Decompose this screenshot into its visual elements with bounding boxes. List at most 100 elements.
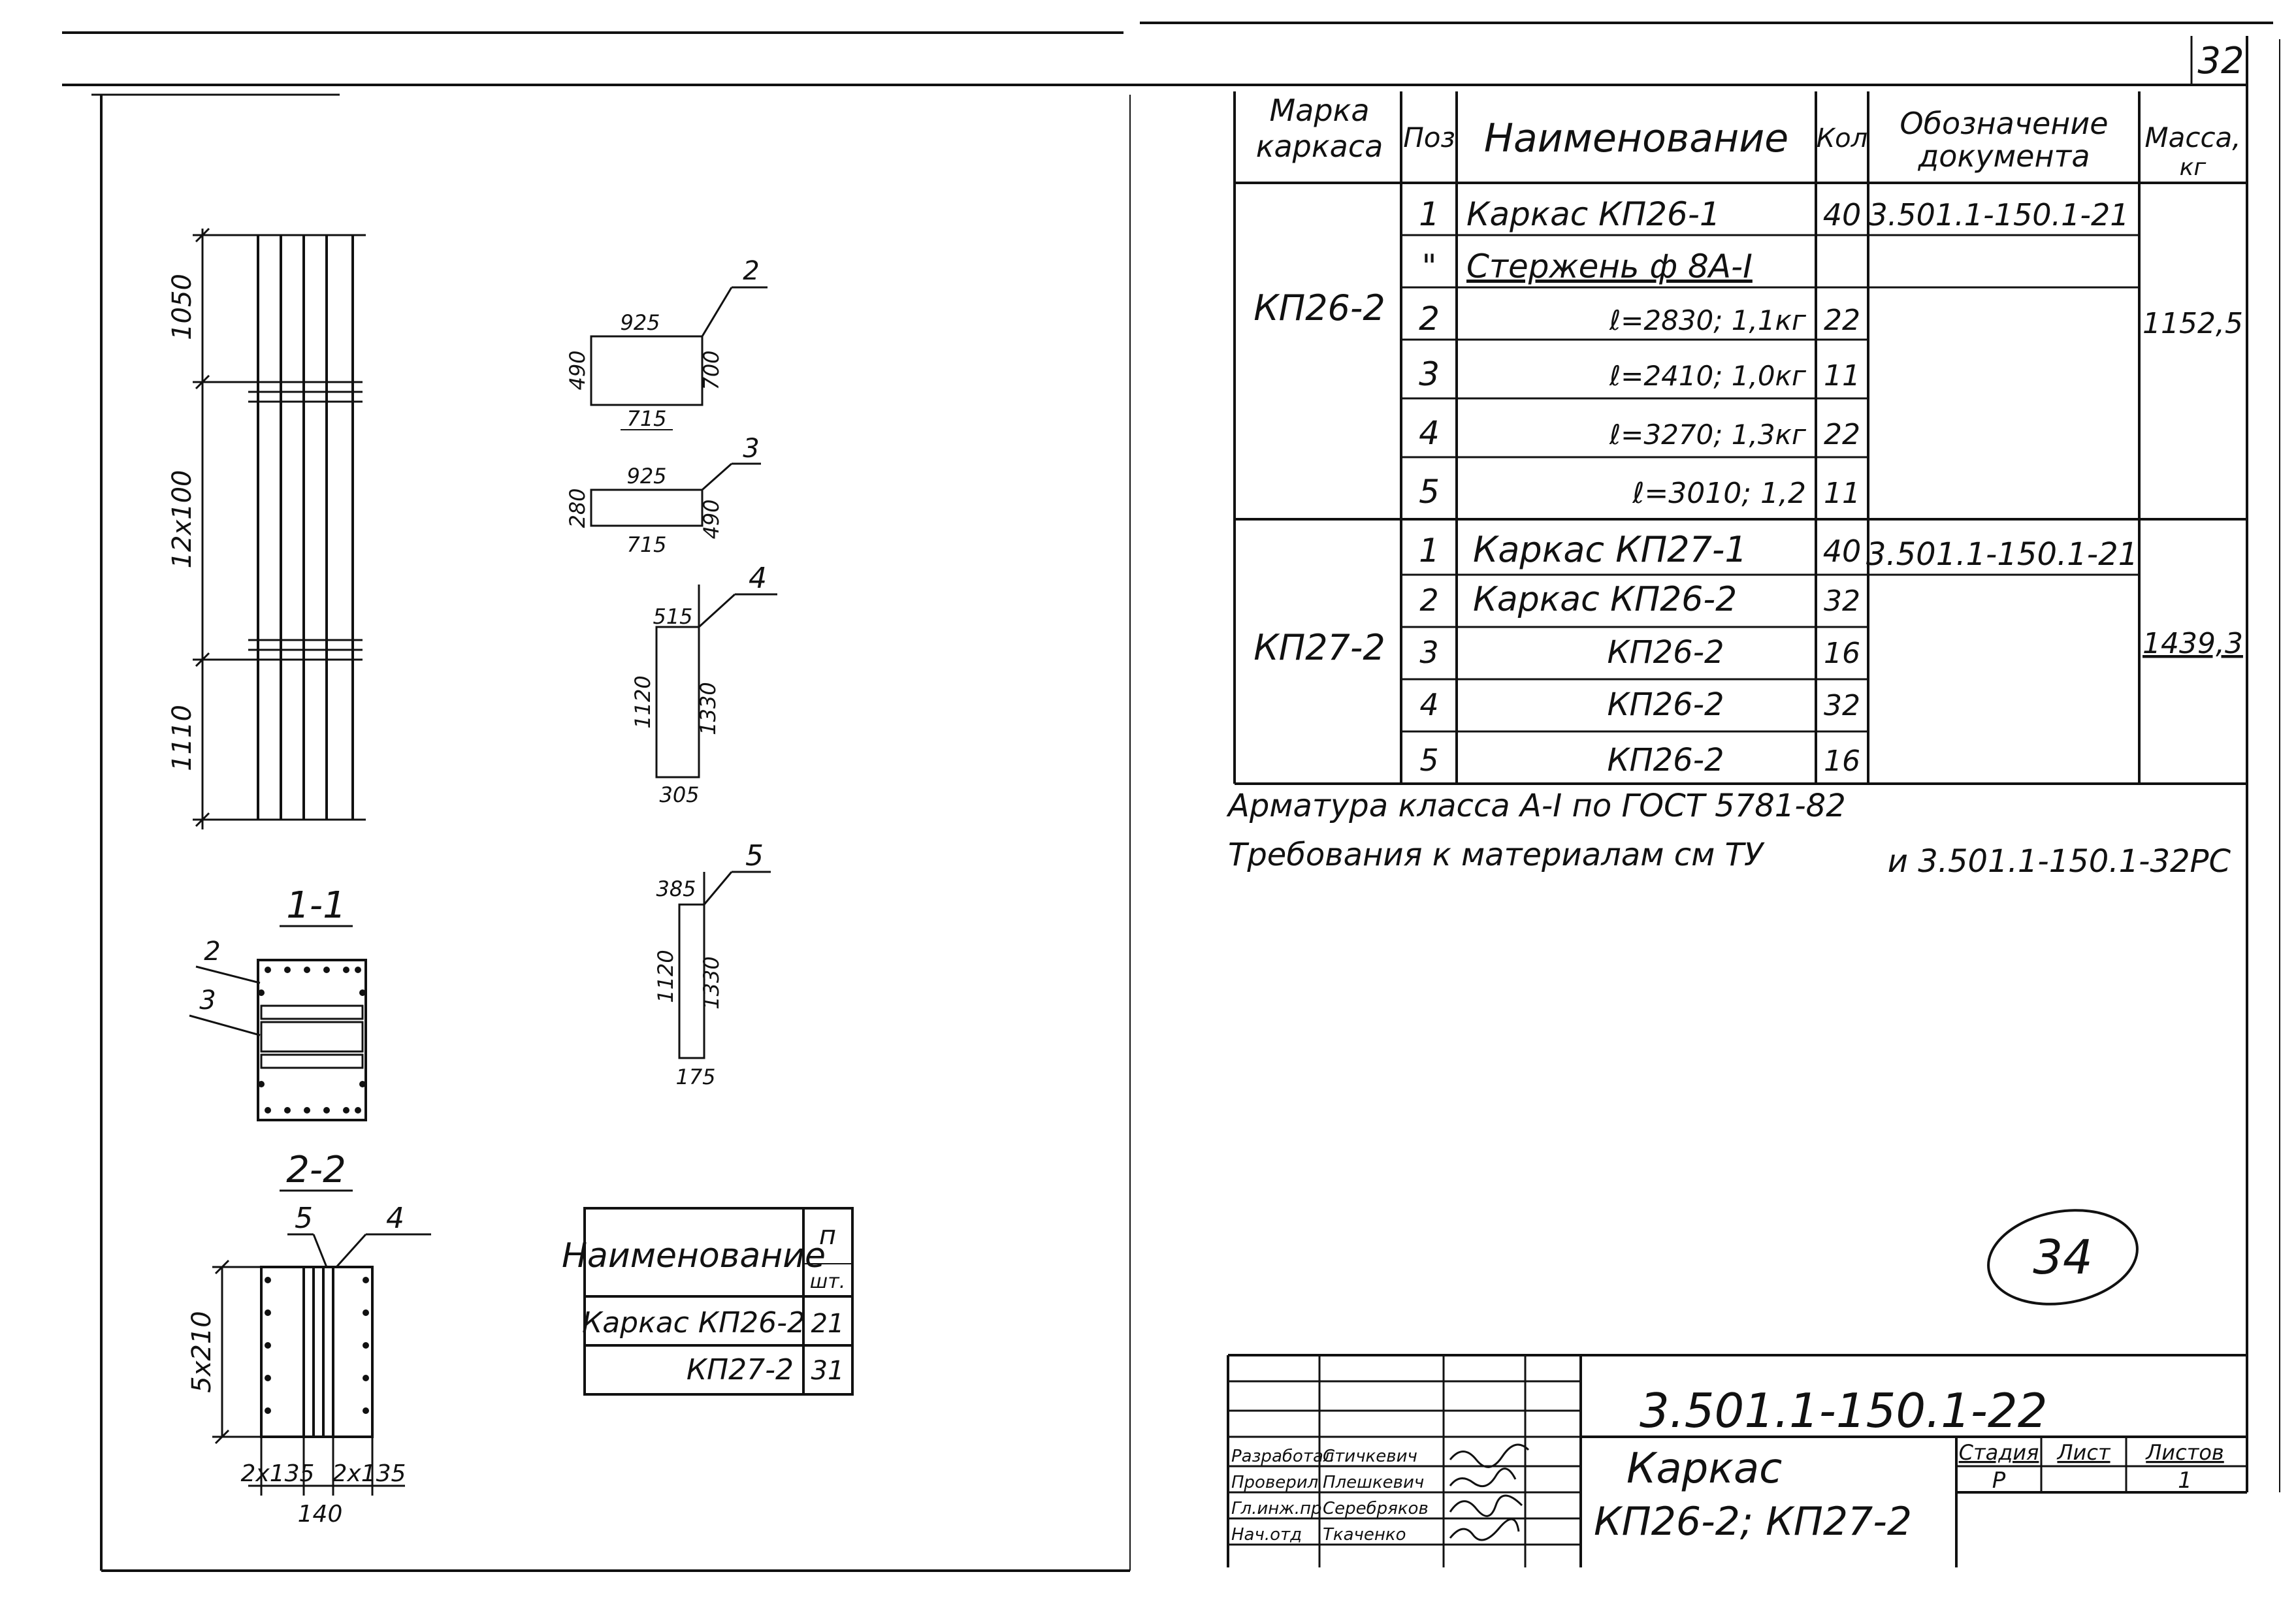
spec-g2-r1-pos: 1 bbox=[1419, 532, 1440, 569]
sheet-header: Лист bbox=[2056, 1440, 2110, 1465]
sheets-value: 1 bbox=[2178, 1468, 2192, 1494]
section-2-2: 2-2 bbox=[187, 1149, 431, 1528]
qty-header-unit-top: п bbox=[819, 1221, 836, 1251]
elevation-view: 1050 12x100 1110 bbox=[167, 227, 366, 829]
spec-g1-r3-pos: 2 bbox=[1419, 300, 1440, 338]
callout-2: 2 bbox=[204, 937, 220, 967]
vertical-dimension-line bbox=[193, 227, 366, 829]
qty-row-1-qty: 21 bbox=[811, 1309, 845, 1339]
role-2: Проверил bbox=[1231, 1473, 1318, 1492]
qty-row-2-qty: 31 bbox=[811, 1356, 845, 1386]
sheets-header: Листов bbox=[2145, 1440, 2224, 1465]
spec-header-pos: Поз bbox=[1403, 121, 1455, 153]
dim-140: 140 bbox=[298, 1501, 343, 1528]
shape-pos-4: 4 515 1120 1330 305 bbox=[630, 562, 777, 807]
spec-header-mass-2: кг bbox=[2180, 154, 2207, 181]
note-line-2-ref: и 3.501.1-150.1-32РС bbox=[1888, 843, 2231, 880]
spec-g1-r5-qty: 22 bbox=[1824, 418, 1860, 451]
dim-1110: 1110 bbox=[167, 705, 197, 771]
title-block: 3.501.1-150.1-22 Каркас КП26-2; КП27-2 С… bbox=[1227, 1354, 2247, 1567]
spec-header-qty: Кол bbox=[1817, 123, 1868, 153]
spec-g2-r3-qty: 16 bbox=[1824, 637, 1860, 670]
sheet-frame bbox=[62, 22, 2280, 1572]
spec-g1-r2-pos: " bbox=[1422, 248, 1437, 285]
shape-3-left: 280 bbox=[565, 488, 590, 528]
qty-row-2-name: КП27-2 bbox=[687, 1353, 794, 1387]
shape-2-label: 2 bbox=[743, 256, 759, 286]
spec-g1-r5-name: ℓ=3270; 1,3кг bbox=[1609, 419, 1807, 451]
spec-g1-r2-name: Стержень ф 8А-I bbox=[1466, 248, 1753, 285]
stage-header: Стадия bbox=[1959, 1440, 2039, 1465]
role-4-name: Ткаченко bbox=[1323, 1525, 1406, 1545]
spec-g2-r5-pos: 5 bbox=[1419, 743, 1438, 778]
role-1: Разработал bbox=[1231, 1447, 1334, 1466]
spec-g2-r5-qty: 16 bbox=[1824, 745, 1860, 778]
qty-header-name: Наименование bbox=[562, 1236, 826, 1275]
section-2-2-label: 2-2 bbox=[286, 1149, 346, 1191]
page-number: 32 bbox=[2197, 40, 2244, 82]
spec-g2-r4-qty: 32 bbox=[1824, 689, 1860, 722]
spec-g1-r3-name: ℓ=2830; 1,1кг bbox=[1609, 304, 1807, 336]
spec-header-mass-1: Масса, bbox=[2144, 121, 2240, 153]
spec-g1-r1-qty: 40 bbox=[1823, 197, 1862, 233]
spec-header-doc-1: Обозначение bbox=[1900, 106, 2108, 141]
spec-header-mark-1: Марка bbox=[1269, 93, 1369, 128]
spec-header-mark-2: каркаса bbox=[1256, 129, 1383, 164]
qty-header-unit-bottom: шт. bbox=[810, 1270, 845, 1293]
spec-g1-r3-qty: 22 bbox=[1824, 304, 1860, 337]
dim-5x210: 5x210 bbox=[187, 1311, 217, 1392]
title-line-2: КП26-2; КП27-2 bbox=[1594, 1499, 1912, 1545]
spec-g1-r1-pos: 1 bbox=[1419, 195, 1440, 233]
spec-g2-r2-name: Каркас КП26-2 bbox=[1473, 580, 1737, 619]
shape-pos-5: 5 385 1120 1330 175 bbox=[653, 839, 771, 1089]
role-2-name: Плешкевич bbox=[1323, 1473, 1424, 1492]
role-3-name: Серебряков bbox=[1323, 1499, 1429, 1518]
shape-2-left: 490 bbox=[565, 350, 590, 390]
spec-g1-r6-qty: 11 bbox=[1824, 477, 1860, 510]
spec-g1-r6-pos: 5 bbox=[1419, 473, 1440, 511]
notes: Арматура класса А-I по ГОСТ 5781-82 Треб… bbox=[1226, 788, 2231, 880]
spec-group-1-mark: КП26-2 bbox=[1253, 287, 1385, 329]
spec-g2-r1-qty: 40 bbox=[1823, 534, 1862, 569]
quantity-table: Наименование п шт. Каркас КП26-2 21 КП27… bbox=[562, 1207, 854, 1396]
shape-5-left: 1120 bbox=[653, 950, 678, 1002]
spec-group-2-mass: 1439,3 bbox=[2142, 627, 2243, 660]
shape-3-top: 925 bbox=[626, 464, 666, 489]
shape-5-top: 385 bbox=[656, 876, 696, 901]
spec-table: Марка каркаса Поз Наименование Кол Обозн… bbox=[1233, 91, 2248, 785]
section-1-1: 1-1 2 3 bbox=[189, 884, 367, 1121]
shape-3-label: 3 bbox=[743, 434, 759, 464]
spec-group-1-mass: 1152,5 bbox=[2142, 307, 2243, 340]
shape-2-top: 925 bbox=[620, 310, 660, 335]
spec-g2-r2-qty: 32 bbox=[1824, 585, 1860, 618]
shape-4-bottom: 305 bbox=[659, 782, 699, 807]
shape-5-bottom: 175 bbox=[675, 1065, 715, 1089]
shape-4-left: 1120 bbox=[630, 675, 655, 728]
shape-3-right: 490 bbox=[699, 499, 724, 539]
spec-g2-r4-name: КП26-2 bbox=[1607, 686, 1724, 723]
shape-pos-2: 2 925 490 700 715 bbox=[565, 256, 768, 431]
dim-2x135-right: 2x135 bbox=[332, 1460, 406, 1487]
spec-header-name: Наименование bbox=[1484, 116, 1788, 161]
dim-1050: 1050 bbox=[167, 274, 197, 340]
dim-2x135-left: 2x135 bbox=[241, 1460, 315, 1487]
spec-g1-r4-pos: 3 bbox=[1419, 355, 1440, 393]
stage-value: Р bbox=[1992, 1468, 2006, 1494]
shape-4-top: 515 bbox=[653, 604, 692, 629]
note-line-2: Требования к материалам см ТУ bbox=[1228, 837, 1765, 873]
dim-12x100: 12x100 bbox=[167, 470, 197, 569]
spec-group-1-doc: 3.501.1-150.1-21 bbox=[1869, 197, 2129, 233]
role-1-name: Стичкевич bbox=[1323, 1447, 1417, 1466]
shape-5-right: 1330 bbox=[699, 956, 724, 1009]
title-line-1: Каркас bbox=[1626, 1445, 1782, 1493]
spec-group-2-mark: КП27-2 bbox=[1253, 627, 1385, 668]
spec-group-2-doc: 3.501.1-150.1-21 bbox=[1866, 536, 2138, 573]
shape-4-right: 1330 bbox=[696, 682, 720, 735]
role-4: Нач.отд bbox=[1231, 1525, 1302, 1545]
callout-5: 5 bbox=[295, 1202, 313, 1235]
doc-code: 3.501.1-150.1-22 bbox=[1640, 1383, 2048, 1438]
shape-pos-3: 3 925 280 490 715 bbox=[565, 434, 761, 557]
role-3: Гл.инж.пр bbox=[1231, 1499, 1321, 1518]
spec-g1-r4-name: ℓ=2410; 1,0кг bbox=[1609, 360, 1807, 392]
signatures bbox=[1449, 1443, 1530, 1541]
